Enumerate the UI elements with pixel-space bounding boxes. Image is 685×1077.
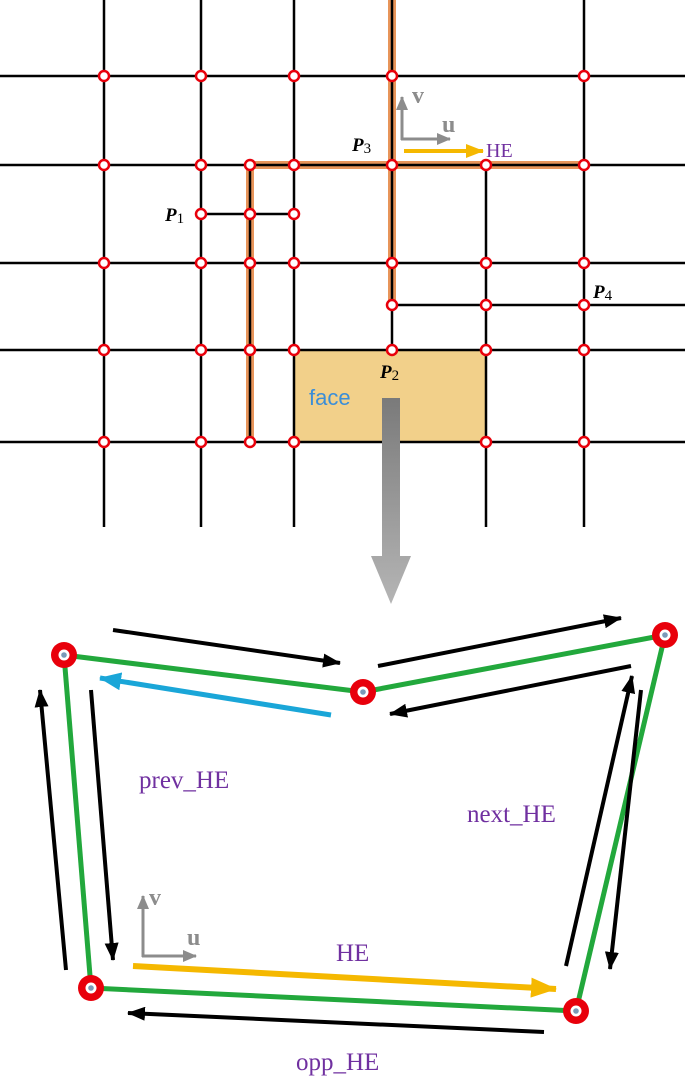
grid-vertex-p4 xyxy=(577,298,591,312)
axis-u-label: u xyxy=(442,112,455,138)
grid-vertex xyxy=(479,256,493,270)
grid-vertex xyxy=(97,435,111,449)
grid-vertices xyxy=(97,69,591,449)
grid-vertex xyxy=(287,158,301,172)
point-label-p4: P4 xyxy=(592,282,613,304)
cycle-vertex xyxy=(563,998,589,1024)
grid-vertex xyxy=(194,343,208,357)
half-edge-arrows xyxy=(34,614,643,1034)
cycle-edge xyxy=(63,652,364,695)
grid-vertex xyxy=(385,69,399,83)
cycle-edge xyxy=(61,654,94,989)
axis-u-label: u xyxy=(187,925,200,951)
cycle-edge xyxy=(362,632,666,695)
half-edge-arrow xyxy=(377,614,622,668)
point-label-p1: P1 xyxy=(164,205,184,227)
prev-he-label: prev_HE xyxy=(139,767,229,794)
grid-vertex xyxy=(577,256,591,270)
grid-vertex xyxy=(385,256,399,270)
point-label-p2: P2 xyxy=(379,362,399,384)
opp-he-label: opp_HE xyxy=(296,1049,379,1076)
grid-vertex xyxy=(243,207,257,221)
grid-vertex xyxy=(243,256,257,270)
grid-vertex xyxy=(287,69,301,83)
grid-vertex xyxy=(385,158,399,172)
face-label: face xyxy=(309,385,351,410)
point-label-p3: P3 xyxy=(351,135,371,157)
grid-vertex xyxy=(194,69,208,83)
half-edge-arrow xyxy=(389,664,632,718)
half-edge-arrow xyxy=(34,689,68,971)
half-edge-arrow xyxy=(112,628,341,668)
next-he-label: next_HE xyxy=(467,801,556,828)
cycle-vertex xyxy=(51,642,77,668)
he-label-grid: HE xyxy=(486,140,513,162)
grid-vertex xyxy=(479,435,493,449)
cycle-uv-axes: v u xyxy=(137,885,200,962)
half-edge-arrow xyxy=(89,689,119,961)
grid-vertex xyxy=(287,256,301,270)
grid-vertex xyxy=(479,343,493,357)
grid-vertex xyxy=(577,69,591,83)
he-arrow-cycle xyxy=(132,963,557,998)
grid-diagram: v u HE P1 P3 P4 P2 face xyxy=(0,0,685,527)
cycle-vertices xyxy=(51,622,678,1024)
axis-v-label: v xyxy=(412,83,424,109)
grid-vertex xyxy=(479,298,493,312)
grid-vertex xyxy=(243,158,257,172)
grid-vertex xyxy=(194,435,208,449)
grid-vertex xyxy=(577,435,591,449)
cycle-edge xyxy=(573,634,668,1012)
half-edge-arrow xyxy=(127,1006,545,1034)
grid-vertex xyxy=(97,343,111,357)
cycle-vertex xyxy=(350,679,376,705)
grid-vertex-p2 xyxy=(385,343,399,357)
prev-he-arrow xyxy=(99,672,332,718)
grid-vertex xyxy=(385,298,399,312)
grid-vertex xyxy=(194,158,208,172)
grid-vertex xyxy=(194,256,208,270)
cycle-vertex xyxy=(78,975,104,1001)
axis-v-label: v xyxy=(149,885,161,911)
grid-vertex xyxy=(479,158,493,172)
cycle-edge xyxy=(90,985,577,1014)
half-edge-cycle: v u xyxy=(34,614,678,1076)
grid-vertex xyxy=(287,435,301,449)
he-label-cycle: HE xyxy=(336,940,369,967)
grid-uv-axes: v u xyxy=(396,83,455,145)
half-edge-arrow xyxy=(604,689,643,970)
grid-vertex-p1 xyxy=(194,207,208,221)
cycle-edges xyxy=(61,632,668,1014)
grid-vertex xyxy=(287,343,301,357)
cycle-vertex xyxy=(652,622,678,648)
transition-arrow xyxy=(371,398,411,604)
grid-vertex xyxy=(97,69,111,83)
grid-vertex xyxy=(577,158,591,172)
grid-vertex xyxy=(243,435,257,449)
grid-vertex xyxy=(577,343,591,357)
grid-vertex xyxy=(97,158,111,172)
half-edge-arrow xyxy=(564,675,636,967)
grid-vertex xyxy=(97,256,111,270)
grid-vertex xyxy=(287,207,301,221)
grid-vertex xyxy=(243,343,257,357)
